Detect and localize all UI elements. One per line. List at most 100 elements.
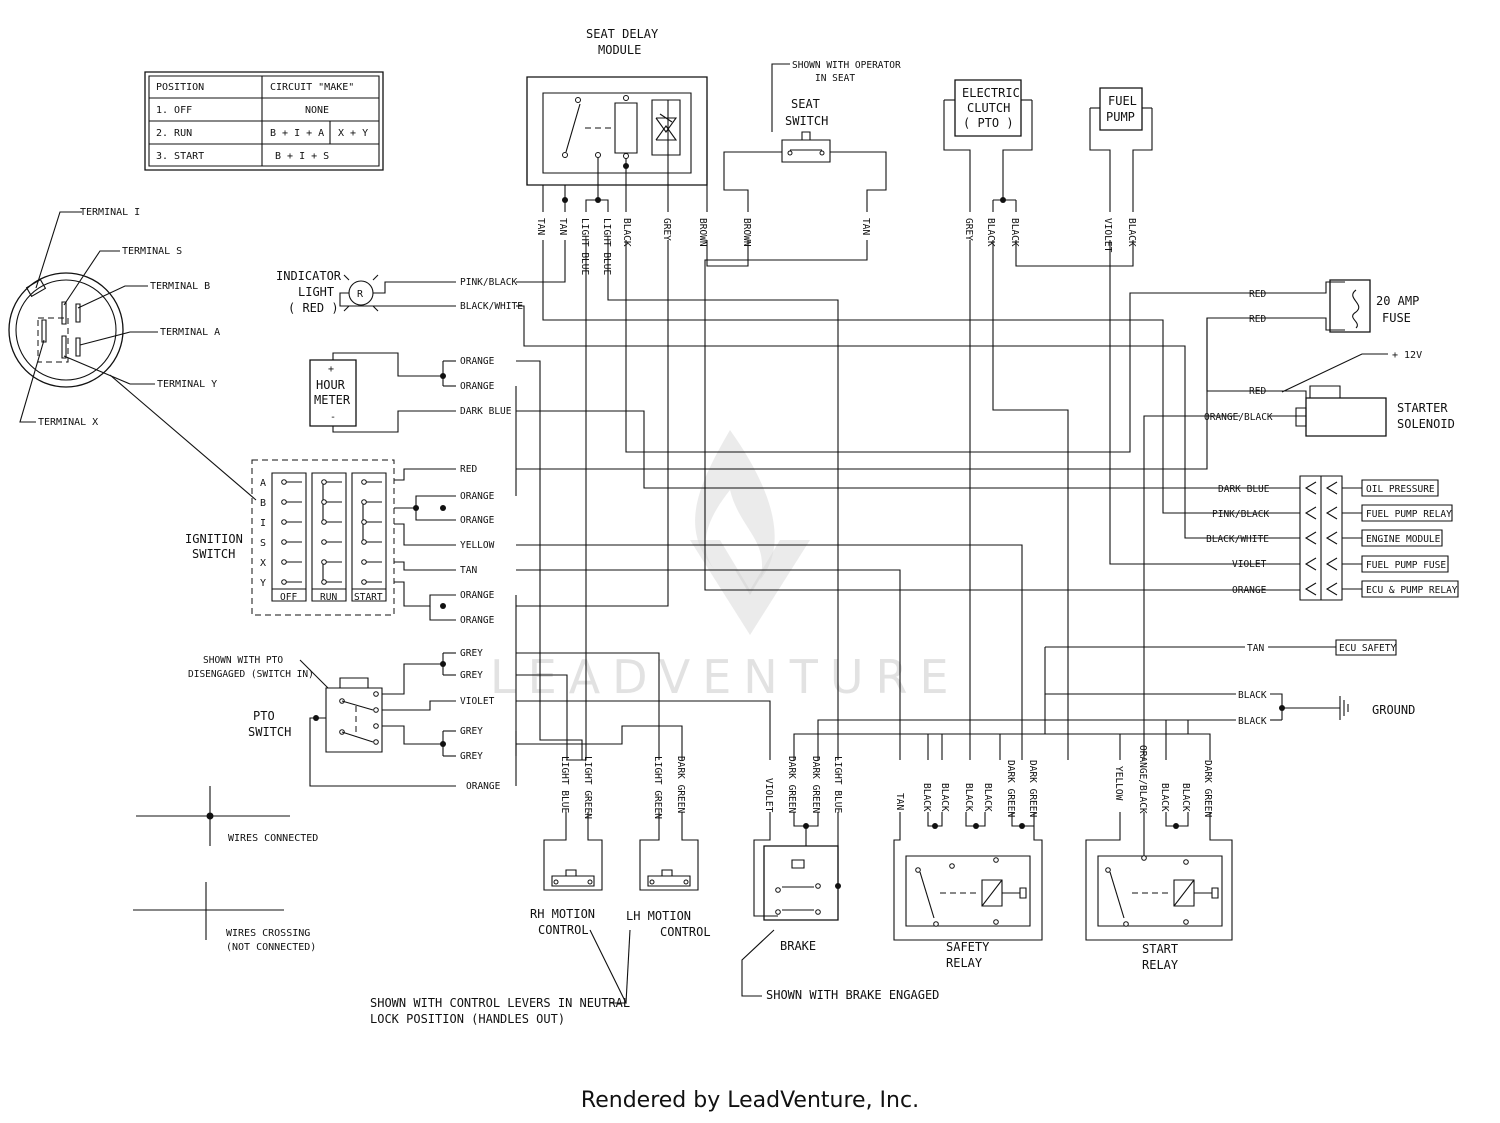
wire-label: ORANGE bbox=[1232, 585, 1267, 596]
safety-relay-label: SAFETY bbox=[946, 940, 990, 954]
seat-delay-label: SEAT DELAY bbox=[586, 27, 659, 41]
wire-label: BLACK bbox=[1238, 690, 1267, 701]
wire-label: PINK/BLACK bbox=[460, 277, 517, 288]
ignition-letter: X bbox=[260, 558, 266, 569]
table-row-make2: X + Y bbox=[338, 128, 368, 139]
footer-credit: Rendered by LeadVenture, Inc. bbox=[580, 1088, 920, 1113]
pto-switch: SHOWN WITH PTO DISENGAGED (SWITCH IN) PT… bbox=[188, 653, 456, 786]
wire-label: RED bbox=[1249, 289, 1266, 300]
wire-label: TAN bbox=[1247, 643, 1264, 654]
ignition-label: SWITCH bbox=[192, 547, 235, 561]
indicator-symbol: R bbox=[357, 289, 364, 300]
wires-connected-label: WIRES CONNECTED bbox=[228, 833, 318, 844]
start-relay-label: RELAY bbox=[1142, 958, 1179, 972]
wire-label: DARK GREEN bbox=[1027, 760, 1038, 817]
bottom-wire-labels: LIGHT BLUE LIGHT GREEN LIGHT GREEN DARK … bbox=[559, 745, 1213, 819]
wire-label: RED bbox=[1249, 314, 1266, 325]
wire-label: ORANGE bbox=[460, 515, 495, 526]
watermark-text: LEADVENTURE bbox=[490, 650, 961, 704]
wire-label: DARK BLUE bbox=[1218, 484, 1270, 495]
table-row-make: B + I + A bbox=[270, 128, 324, 139]
hour-meter: + HOUR METER - bbox=[310, 353, 456, 432]
wire-label: LIGHT BLUE bbox=[601, 218, 612, 275]
wire-label: DARK GREEN bbox=[1005, 760, 1016, 817]
engine-connector-block: OIL PRESSURE FUEL PUMP RELAY ENGINE MODU… bbox=[1300, 476, 1458, 655]
wire-label: LIGHT GREEN bbox=[652, 756, 663, 819]
connector-label: ECU & PUMP RELAY bbox=[1366, 585, 1458, 596]
wire-label: VIOLET bbox=[460, 696, 495, 707]
seat-switch-label: SWITCH bbox=[785, 114, 828, 128]
wire-label: ORANGE bbox=[466, 781, 501, 792]
wire-label: GREY bbox=[460, 751, 483, 762]
ignition-letter: Y bbox=[260, 578, 266, 589]
wire-label: BLACK bbox=[1126, 218, 1137, 247]
rh-motion-label: CONTROL bbox=[538, 923, 589, 937]
ignition-switch: IGNITION SWITCH OFF RUN START A B I S X … bbox=[185, 460, 456, 620]
wire-label: DARK BLUE bbox=[460, 406, 512, 417]
wire-label: VIOLET bbox=[763, 778, 774, 813]
pto-label: SWITCH bbox=[248, 725, 291, 739]
terminal-a-label: TERMINAL A bbox=[160, 327, 220, 338]
wire-label: RED bbox=[1249, 386, 1266, 397]
left-wire-labels: PINK/BLACK BLACK/WHITE ORANGE ORANGE DAR… bbox=[460, 277, 523, 792]
connector-label: FUEL PUMP RELAY bbox=[1366, 509, 1452, 520]
wire-label: TAN bbox=[460, 565, 477, 576]
wire-label: YELLOW bbox=[460, 540, 495, 551]
indicator-light: INDICATOR LIGHT ( RED ) R bbox=[276, 269, 456, 315]
wire-label: ORANGE/BLACK bbox=[1204, 412, 1273, 423]
clutch-label: ELECTRIC bbox=[962, 86, 1020, 100]
wire-label: BLACK bbox=[1238, 716, 1267, 727]
wire-label: RED bbox=[460, 464, 477, 475]
levers-note: SHOWN WITH CONTROL LEVERS IN NEUTRAL bbox=[370, 996, 630, 1010]
seat-switch: SHOWN WITH OPERATOR IN SEAT SEAT SWITCH bbox=[772, 60, 901, 162]
wire-label: DARK GREEN bbox=[786, 756, 797, 813]
circuit-make-table: POSITION CIRCUIT "MAKE" 1. OFF NONE 2. R… bbox=[145, 72, 383, 170]
clutch-label: ( PTO ) bbox=[963, 116, 1014, 130]
wire-label: GREY bbox=[460, 726, 483, 737]
starter-label: STARTER bbox=[1397, 401, 1448, 415]
starter-solenoid: + 12V STARTER SOLENOID bbox=[1282, 350, 1455, 436]
wire-label: BROWN bbox=[697, 218, 708, 247]
wire-label: DARK GREEN bbox=[810, 756, 821, 813]
ground-label: GROUND bbox=[1372, 703, 1415, 717]
table-row-pos: 3. START bbox=[156, 151, 204, 162]
wire-label: ORANGE bbox=[460, 615, 495, 626]
safety-relay: SAFETY RELAY bbox=[894, 812, 1042, 970]
wire-label: DARK GREEN bbox=[675, 756, 686, 813]
pto-label: PTO bbox=[253, 709, 275, 723]
wire-label: YELLOW bbox=[1113, 766, 1124, 801]
wire-label: PINK/BLACK bbox=[1212, 509, 1269, 520]
rh-motion-label: RH MOTION bbox=[530, 907, 595, 921]
connector-label: FUEL PUMP FUSE bbox=[1366, 560, 1446, 571]
table-header-position: POSITION bbox=[156, 82, 204, 93]
ignition-letter: S bbox=[260, 538, 266, 549]
fuel-pump-label: FUEL bbox=[1108, 94, 1137, 108]
terminal-x-label: TERMINAL X bbox=[38, 417, 98, 428]
wires-crossing-label: WIRES CROSSING bbox=[226, 928, 310, 939]
brake-label: BRAKE bbox=[780, 939, 816, 953]
fuse-20-amp: 20 AMP FUSE bbox=[1330, 280, 1419, 332]
ignition-position: OFF bbox=[280, 592, 297, 603]
fuel-pump-label: PUMP bbox=[1106, 110, 1135, 124]
wire-label: BLACK/WHITE bbox=[460, 301, 523, 312]
wire-label: ORANGE bbox=[460, 356, 495, 367]
wire-label: ORANGE bbox=[460, 381, 495, 392]
wire-label: BLACK/WHITE bbox=[1206, 534, 1269, 545]
levers-note: LOCK POSITION (HANDLES OUT) bbox=[370, 1012, 565, 1026]
diagram-notes: SHOWN WITH CONTROL LEVERS IN NEUTRAL LOC… bbox=[370, 930, 939, 1026]
terminal-b-label: TERMINAL B bbox=[150, 281, 210, 292]
wire-label: TAN bbox=[557, 218, 568, 235]
seat-switch-note: SHOWN WITH OPERATOR bbox=[792, 60, 901, 71]
wire-label: LIGHT BLUE bbox=[579, 218, 590, 275]
wiring-legend: WIRES CONNECTED WIRES CROSSING (NOT CONN… bbox=[133, 786, 318, 953]
wire-label: BLACK bbox=[1009, 218, 1020, 247]
wire-label: TAN bbox=[535, 218, 546, 235]
wire-label: BLACK bbox=[963, 783, 974, 812]
plus-12v-label: + 12V bbox=[1392, 350, 1422, 361]
starter-label: SOLENOID bbox=[1397, 417, 1455, 431]
ignition-letter: A bbox=[260, 478, 266, 489]
harness-wires bbox=[516, 240, 1345, 786]
clutch-label: CLUTCH bbox=[967, 101, 1010, 115]
